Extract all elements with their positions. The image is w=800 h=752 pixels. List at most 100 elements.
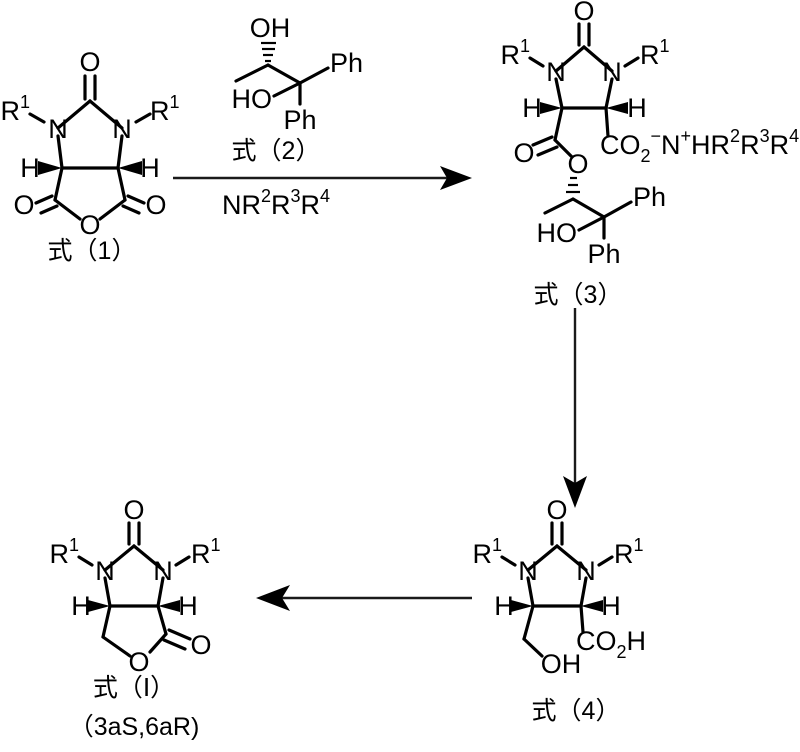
bond-4-n-left-r1 [500, 555, 517, 567]
bond-4-n-right-ch [579, 576, 588, 608]
bond-3-ester-dbl-a [531, 135, 554, 147]
bond-4-ch-ch2 [522, 604, 535, 641]
atom-label-I-n-right: N [153, 556, 173, 586]
subcaption-formula-I-stereochem: （3aS,6aR) [69, 713, 200, 741]
bond-co-dbl-left-a [34, 194, 54, 205]
atom-label-3-r1-right: R1 [640, 36, 670, 70]
arrow-3-head [256, 585, 290, 611]
bond-3-ch-ester-c [553, 106, 564, 142]
atom-label-3-n-right: N [602, 57, 622, 87]
bond-I-n-left-ch [103, 576, 112, 608]
arrow-1-below-label: NR2R3R4 [222, 186, 330, 220]
atom-label-3-ph-bottom: Ph [587, 239, 620, 269]
bond-3-carbonyl-n-right [582, 45, 614, 73]
bond-3-ch-cq [571, 197, 606, 219]
bond-4-ch2-oh [522, 637, 544, 658]
bond-n-right-ch [116, 134, 124, 170]
caption-formula-I: 式（Ⅰ） [93, 674, 175, 702]
bond-ch-co-right [116, 166, 127, 202]
atom-label-I-n-left: N [95, 556, 115, 586]
atom-label-ho-left: HO [232, 84, 273, 114]
atom-label-oh-top: OH [250, 13, 291, 43]
bond-n-right-r1 [134, 112, 152, 124]
bond-3-cq-ph-right [602, 200, 633, 219]
structure-formula-4: N N O H H R1 R1 OH CO2H 式（4） [472, 495, 646, 724]
caption-formula-2: 式（2） [232, 137, 321, 165]
bond-3-n-right-r1 [623, 56, 640, 68]
bond-cq-ho [272, 81, 302, 98]
bond-methyl-ch [234, 63, 270, 83]
bond-I-ch2-o [101, 635, 132, 658]
reaction-arrow-2 [563, 308, 587, 508]
structure-formula-3: N N O H H R1 R1 O O CO2−N+HR2R3R4 HO Ph … [500, 0, 799, 309]
bond-I-o-carbonyl [148, 632, 168, 654]
bond-4-carbonyl-n-right [555, 544, 588, 572]
atom-label-I-o-carbonyl: O [190, 630, 211, 660]
atom-label-4-co2h: CO2H [576, 626, 646, 662]
bond-3-n-left-carbonyl [554, 45, 586, 73]
caption-formula-1: 式（1） [48, 237, 137, 265]
atom-label-4-o-top: O [546, 495, 567, 525]
atom-label-4-n-right: N [576, 556, 596, 586]
bond-4-ch-co2h [579, 604, 585, 634]
bond-3-cq-ho [577, 215, 606, 232]
atom-label-3-o-top: O [573, 0, 594, 26]
caption-formula-4: 式（4） [532, 697, 621, 725]
atom-label-3-ph-right: Ph [633, 182, 666, 212]
bond-ch-co-left [53, 166, 64, 202]
atom-label-I-o-ring: O [128, 647, 149, 677]
atom-label-o-right: O [145, 190, 166, 220]
bond-co-dbl-right-b [121, 204, 141, 215]
atom-label-ph-right: Ph [330, 48, 363, 78]
wedge-h-left [38, 161, 62, 175]
bond-co-o-left [53, 198, 82, 221]
atom-label-h-right: H [140, 153, 160, 183]
bond-I-carbonyl-dbl-ext-a [167, 628, 192, 641]
bond-4-n-right-r1 [597, 555, 614, 567]
bond-I-n-left-r1 [77, 555, 94, 567]
atom-label-3-r1-left: R1 [500, 36, 530, 70]
bond-3-n-left-r1 [528, 56, 545, 68]
wedge-3-h-left [540, 102, 562, 114]
atom-label-h-left: H [20, 153, 40, 183]
atom-label-4-r1-left: R1 [472, 535, 502, 569]
wedge-4-h-left [511, 600, 533, 612]
atom-label-4-oh-bottom: OH [541, 649, 582, 679]
bond-4-n-left-ch [526, 576, 535, 608]
caption-formula-3: 式（3） [534, 281, 623, 309]
atom-label-o-top: O [79, 47, 100, 77]
reaction-arrow-1: NR2R3R4 [173, 166, 472, 220]
atom-label-4-h-right: H [601, 591, 621, 621]
bond-n-left-r1 [28, 112, 46, 124]
atom-label-3-carboxylate-ammonium: CO2−N+HR2R3R4 [600, 126, 799, 166]
atom-label-I-h-left: H [71, 591, 91, 621]
wedge-I-h-left [88, 600, 110, 612]
bond-3-n-right-ch [604, 77, 614, 110]
bond-co-o-right [98, 198, 127, 221]
bond-I-ch-carbonyl [156, 604, 168, 636]
atom-label-3-n-left: N [546, 57, 566, 87]
bond-I-n-right-r1 [174, 555, 191, 567]
atom-label-I-o-top: O [123, 495, 144, 525]
atom-label-o-left: O [13, 190, 34, 220]
structure-formula-I: N N O H H R1 R1 O O 式（Ⅰ） （3aS,6aR) [49, 495, 220, 740]
bond-n-left-carbonyl [56, 99, 92, 130]
bond-I-carbonyl-dbl-ext-b [162, 638, 187, 651]
bond-co-dbl-right-a [126, 194, 146, 205]
atom-label-3-ho-left: HO [537, 218, 578, 248]
arrow-2-head [563, 476, 587, 508]
hash-wedge-3-ester [566, 176, 580, 194]
arrow-1-head [440, 166, 472, 190]
reaction-arrow-3 [256, 585, 472, 611]
bond-I-n-right-ch [156, 576, 165, 608]
hash-wedge-oh [261, 41, 276, 63]
bond-3-ester-dbl-b [536, 145, 559, 157]
bond-3-n-left-ch [554, 77, 564, 110]
atom-label-n-right: N [112, 114, 132, 144]
bond-3-ch-methyl [543, 197, 575, 215]
wedge-4-h-right [581, 600, 603, 612]
bond-3-ch-carboxylate [604, 106, 610, 138]
bond-I-ch-ch2 [101, 604, 112, 639]
